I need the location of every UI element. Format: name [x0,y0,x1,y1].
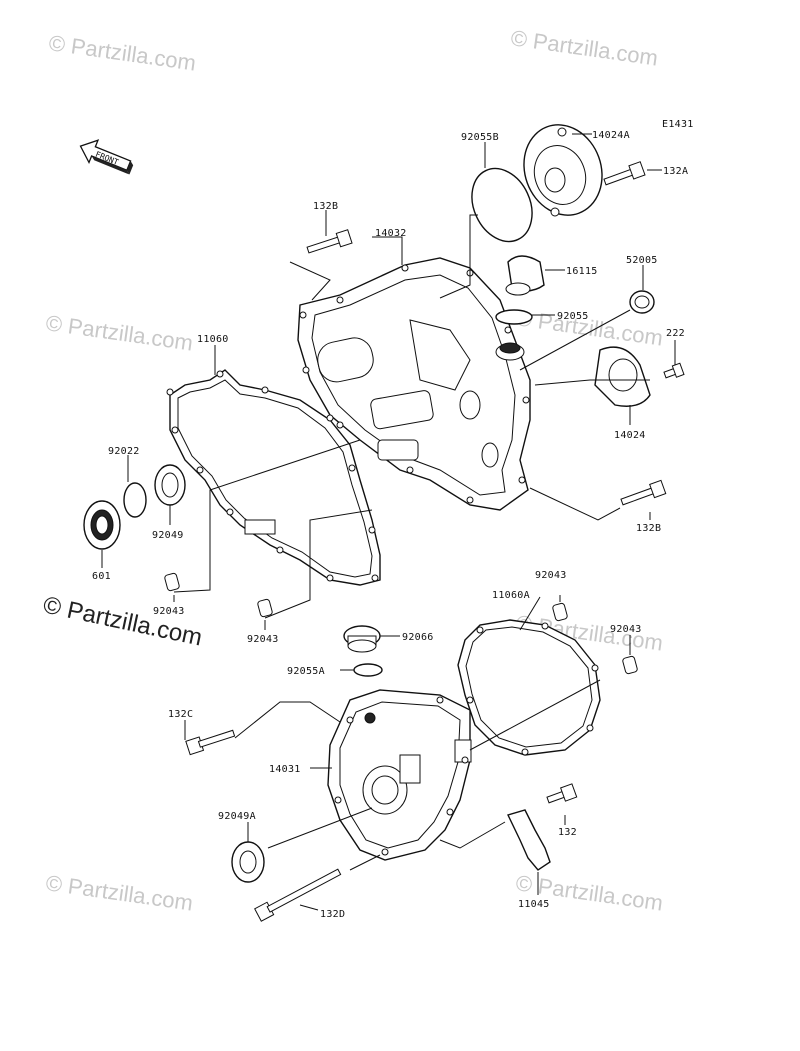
dowel-92043-mid [257,598,273,618]
part-label[interactable]: 92055B [461,132,499,143]
part-label[interactable]: 11045 [518,899,550,910]
part-label[interactable]: 132C [168,709,193,720]
bolt-132a [603,161,646,186]
part-label[interactable]: 52005 [626,255,658,266]
part-label[interactable]: 92022 [108,446,140,457]
seal-52005 [629,290,655,314]
bolt-132 [546,783,578,804]
part-label[interactable]: 92043 [153,606,185,617]
part-label[interactable]: 132A [663,166,688,177]
bolt-132b-top [306,229,353,254]
gasket-11060a [457,619,601,756]
watermark: © Partzilla.com [44,870,194,915]
part-label[interactable]: 132D [320,909,345,920]
o-ring-92055b [471,167,533,243]
leader-lines [101,133,676,911]
part-label[interactable]: 92055A [287,666,325,677]
part-label[interactable]: 92066 [402,632,434,643]
part-label[interactable]: 14024 [614,430,646,441]
clutch-cover-14032 [297,257,531,511]
bolt-222 [663,362,685,379]
dowel-92043-right-top [552,602,568,622]
o-ring-92055a [353,663,383,677]
seal-92049 [154,464,186,506]
part-label[interactable]: 16115 [566,266,598,277]
part-labels: 92055B 14024A 132A 132B 14032 16115 5200… [92,130,688,920]
bracket-11045 [507,809,551,871]
watermark: © Partzilla.com [47,30,197,75]
plug-92066 [343,625,381,653]
o-ring-92055 [495,309,533,325]
part-label[interactable]: 132B [636,523,661,534]
part-label[interactable]: 92043 [247,634,279,645]
part-label[interactable]: 92049 [152,530,184,541]
partzilla-watermark: © Partzilla.com [41,591,205,651]
part-label[interactable]: 92055 [557,311,589,322]
part-label[interactable]: 132 [558,827,577,838]
cap-14024 [594,346,651,407]
part-label[interactable]: 92043 [535,570,567,581]
bearing-601 [83,500,121,550]
diagram-code: E1431 [662,119,694,130]
bolt-132b-bottom [620,479,667,506]
bolt-132c [185,729,236,756]
dowel-92043-left [164,572,180,592]
part-label[interactable]: 601 [92,571,111,582]
part-label[interactable]: 14032 [375,228,407,239]
part-label[interactable]: 11060A [492,590,530,601]
washer-92022 [123,482,147,518]
part-label[interactable]: 132B [313,201,338,212]
part-label[interactable]: 92043 [610,624,642,635]
bolt-132d [254,868,342,922]
gasket-11060 [166,369,381,586]
cap-16115 [505,255,545,296]
part-label[interactable]: 11060 [197,334,229,345]
front-arrow-icon: FRONT [79,139,134,175]
part-label[interactable]: 222 [666,328,685,339]
part-label[interactable]: 92049A [218,811,256,822]
cover-14031 [327,689,472,861]
dowel-92043-right [622,655,638,675]
part-label[interactable]: 14031 [269,764,301,775]
seal-92049a [231,841,265,883]
part-label[interactable]: 14024A [592,130,630,141]
cap-14024a [523,124,603,217]
watermark: © Partzilla.com [509,25,659,70]
watermark: © Partzilla.com [44,310,194,355]
